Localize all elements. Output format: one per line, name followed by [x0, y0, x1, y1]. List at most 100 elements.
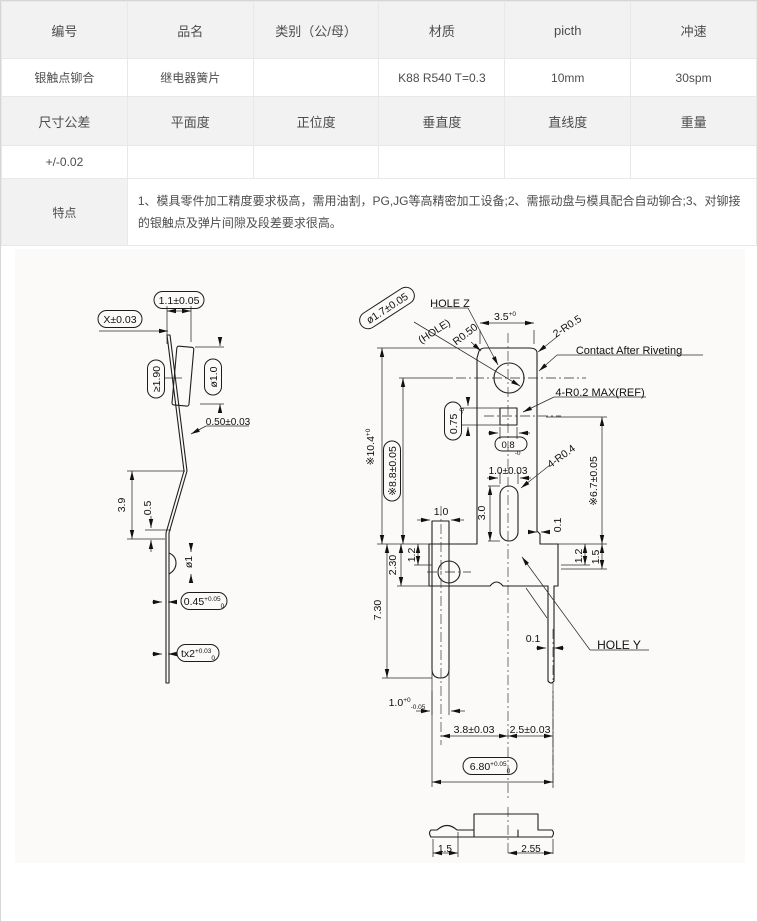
scan-paper	[15, 249, 745, 863]
spec-cell-r1c3: K88 R540 T=0.3	[378, 58, 506, 97]
svg-text:3.9: 3.9	[116, 498, 128, 513]
svg-text:0.8-0: 0.8-0	[502, 440, 521, 457]
svg-text:0.5: 0.5	[142, 501, 154, 516]
svg-text:ø1.0: ø1.0	[208, 366, 220, 387]
spec-cell-r3c5	[630, 145, 757, 179]
spec-cell-r0c2: 类别（公/母）	[252, 1, 380, 59]
label-dim-1-90: ≥1.90	[147, 359, 165, 399]
spec-cell-r1c5: 30spm	[630, 58, 757, 97]
svg-text:※6.7±0.05: ※6.7±0.05	[588, 456, 600, 506]
label-dim-10-4: ※10.4+0	[365, 428, 377, 465]
spec-cell-r0c3: 材质	[378, 1, 506, 59]
svg-text:1.1±0.05: 1.1±0.05	[159, 295, 200, 307]
label-dim-4-r0-2: 4-R0.2 MAX(REF)	[555, 387, 644, 399]
spec-cell-r2c2: 正位度	[252, 96, 380, 146]
spec-cell-r3c4	[504, 145, 632, 179]
spec-cell-r2c3: 垂直度	[378, 96, 506, 146]
spec-row-2: 尺寸公差平面度正位度垂直度直线度重量	[1, 96, 757, 146]
spec-cell-r0c0: 编号	[1, 1, 128, 59]
svg-text:3.8±0.03: 3.8±0.03	[454, 724, 495, 736]
label-dim-3-9: 3.9	[116, 498, 128, 513]
label-dim-6-7: ※6.7±0.05	[588, 456, 600, 506]
svg-text:0.1: 0.1	[526, 633, 541, 645]
svg-text:1.0±0.03: 1.0±0.03	[489, 466, 528, 477]
svg-text:4-R0.2 MAX(REF): 4-R0.2 MAX(REF)	[555, 387, 644, 399]
label-dim-0-75: 0.75-0	[444, 401, 466, 441]
label-dim-o1: ø1	[183, 556, 195, 568]
spec-cell-r1c1: 继电器簧片	[126, 58, 254, 97]
label-dim-8-8: ※8.8±0.05	[383, 440, 401, 502]
label-dim-1-0-leg: 1.0+0-0.05	[389, 697, 426, 711]
label-dim-3-8: 3.8±0.03	[454, 724, 495, 736]
label-dim-1-5-right: 1.5	[590, 550, 602, 565]
svg-text:1.2: 1.2	[406, 548, 418, 563]
svg-text:1.0+0-0.05: 1.0+0-0.05	[389, 697, 426, 711]
label-dim-2-5: 2.5±0.03	[510, 724, 551, 736]
label-dim-0-1-leg: 0.1	[526, 633, 541, 645]
spec-cell-r3c0: +/-0.02	[1, 145, 128, 179]
svg-text:≥1.90: ≥1.90	[151, 366, 163, 392]
label-dim-0-8: 0.8-0	[494, 436, 528, 457]
svg-text:1.2: 1.2	[573, 549, 585, 564]
label-dim-tx2: tx2+0.030	[176, 644, 220, 662]
spec-cell-r2c0: 尺寸公差	[1, 96, 128, 146]
svg-text:HOLE Z: HOLE Z	[430, 298, 470, 310]
svg-text:3.5+0: 3.5+0	[494, 311, 516, 323]
label-hole-y-label: HOLE Y	[597, 638, 641, 652]
label-dim-1-0-tab: 1.0	[434, 506, 449, 518]
label-hole-z-label: HOLE Z	[430, 298, 470, 310]
svg-text:6.80+0.050: 6.80+0.050	[470, 761, 511, 775]
spec-cell-r3c2	[252, 145, 380, 179]
feature-label: 特点	[1, 178, 128, 246]
svg-text:Contact After Riveting: Contact After Riveting	[576, 345, 682, 357]
label-dim-0-1-step: 0.1	[552, 518, 564, 533]
svg-text:※10.4+0: ※10.4+0	[365, 428, 377, 465]
engineering-drawing: 1.1±0.05X±0.03 ≥1.90 ø1.0 0.50±0.03 3.9 0.5 ø1…	[15, 249, 745, 863]
spec-cell-r1c2	[252, 58, 380, 97]
spec-cell-r0c5: 冲速	[630, 1, 757, 59]
svg-text:2.30: 2.30	[387, 555, 399, 576]
svg-text:ø1: ø1	[183, 556, 195, 568]
label-dim-0-50: 0.50±0.03	[206, 417, 251, 428]
svg-text:1.5: 1.5	[438, 844, 452, 855]
svg-text:※8.8±0.05: ※8.8±0.05	[387, 446, 399, 496]
label-dim-1-2-left: 1.2	[406, 548, 418, 563]
label-contact-note: Contact After Riveting	[576, 345, 682, 357]
label-dim-0-5: 0.5	[142, 501, 154, 516]
label-dim-1-5-side: 1.5	[438, 844, 452, 855]
svg-text:3.0: 3.0	[476, 506, 488, 521]
svg-text:2.55: 2.55	[521, 844, 541, 855]
feature-text: 1、模具零件加工精度要求极高，需用油割，PG,JG等高精密加工设备;2、需振动盘…	[126, 178, 757, 246]
label-dim-7-30: 7.30	[372, 600, 384, 621]
svg-text:2.5±0.03: 2.5±0.03	[510, 724, 551, 736]
svg-text:0.75-0: 0.75-0	[448, 408, 466, 435]
label-dim-d1: ø1.0	[204, 358, 222, 396]
spec-cell-r2c5: 重量	[630, 96, 757, 146]
label-dim-6-80: 6.80+0.050	[462, 757, 518, 775]
svg-text:0.1: 0.1	[552, 518, 564, 533]
spec-row-3: +/-0.02	[1, 145, 757, 179]
spec-cell-r0c1: 品名	[126, 1, 254, 59]
spec-cell-r1c0: 银触点铆合	[1, 58, 128, 97]
label-dim-3-5: 3.5+0	[494, 311, 516, 323]
svg-text:1.0: 1.0	[434, 506, 449, 518]
label-dim-2-30: 2.30	[387, 555, 399, 576]
label-dim-1-2-right: 1.2	[573, 549, 585, 564]
svg-text:X±0.03: X±0.03	[103, 314, 136, 326]
svg-text:tx2+0.030: tx2+0.030	[181, 648, 215, 662]
spec-cell-r3c3	[378, 145, 506, 179]
spec-cell-r2c1: 平面度	[126, 96, 254, 146]
spec-cell-r1c4: 10mm	[504, 58, 632, 97]
label-dim-1-0-slot: 1.0±0.03	[489, 466, 528, 477]
label-dim-x: X±0.03	[97, 310, 143, 328]
svg-text:7.30: 7.30	[372, 600, 384, 621]
label-dim-2-55-side: 2.55	[521, 844, 541, 855]
spec-cell-r3c1	[126, 145, 254, 179]
svg-text:0.50±0.03: 0.50±0.03	[206, 417, 251, 428]
